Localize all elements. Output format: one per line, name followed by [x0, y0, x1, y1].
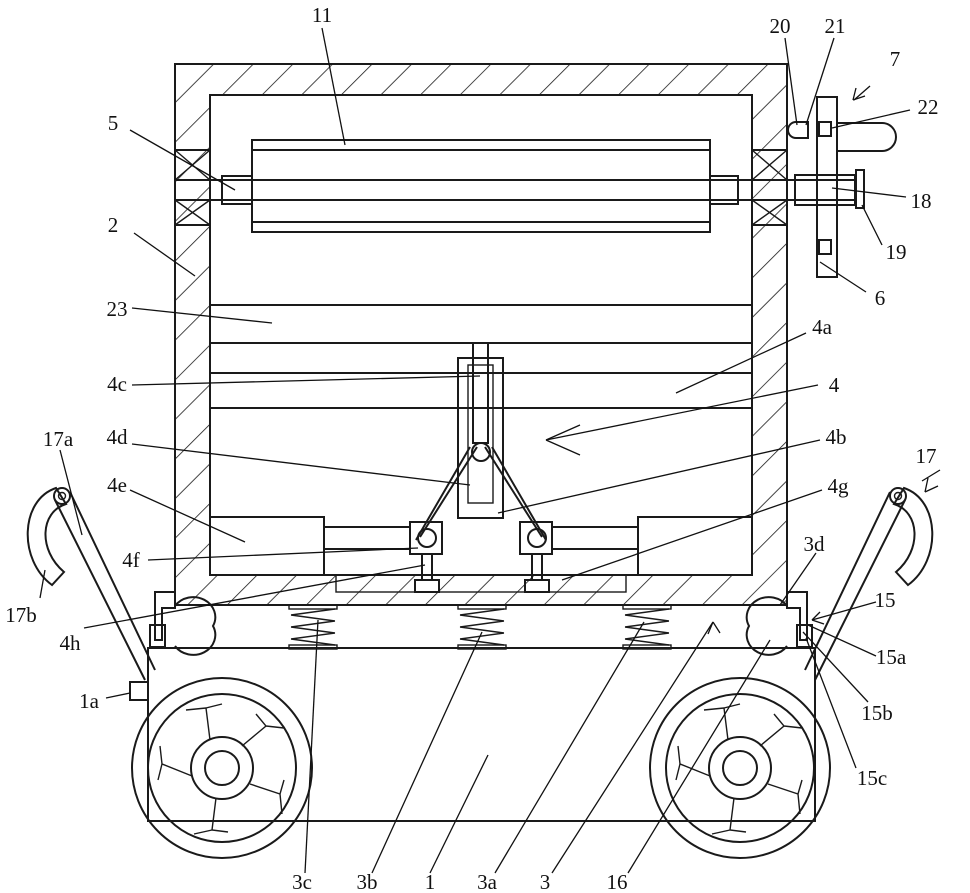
label-1: 1	[425, 870, 436, 893]
label-3c: 3c	[292, 870, 312, 893]
label-19: 19	[886, 240, 907, 264]
label-7: 7	[890, 47, 901, 71]
label-17b: 17b	[5, 603, 37, 627]
label-4e: 4e	[107, 473, 127, 497]
label-3b: 3b	[357, 870, 378, 893]
label-17: 17	[916, 444, 937, 468]
upper-housing	[175, 64, 787, 605]
label-11: 11	[312, 3, 332, 27]
label-15b: 15b	[861, 701, 893, 725]
left-wheel	[132, 678, 312, 858]
label-17a: 17a	[43, 427, 74, 451]
label-20: 20	[770, 14, 791, 38]
label-15a: 15a	[876, 645, 907, 669]
label-18: 18	[911, 189, 932, 213]
right-wheel	[650, 678, 830, 858]
label-3a: 3a	[477, 870, 498, 893]
label-5: 5	[108, 111, 119, 135]
label-2: 2	[108, 213, 119, 237]
label-4h: 4h	[60, 631, 82, 655]
internal-plates	[210, 305, 752, 408]
label-21: 21	[825, 14, 846, 38]
right-handle	[805, 488, 932, 680]
label-3d: 3d	[804, 532, 826, 556]
label-3: 3	[540, 870, 551, 893]
label-6: 6	[875, 286, 886, 310]
label-4d: 4d	[107, 425, 129, 449]
label-4a: 4a	[812, 315, 833, 339]
label-22: 22	[918, 95, 939, 119]
label-4: 4	[829, 373, 840, 397]
label-23: 23	[107, 297, 128, 321]
left-handle	[28, 488, 155, 680]
label-4b: 4b	[826, 425, 847, 449]
label-15: 15	[875, 588, 896, 612]
label-1a: 1a	[79, 689, 100, 713]
label-16: 16	[607, 870, 628, 893]
label-4f: 4f	[122, 548, 140, 572]
label-4g: 4g	[828, 474, 850, 498]
hand-wheel-assembly	[788, 97, 896, 277]
label-4c: 4c	[107, 372, 127, 396]
label-15c: 15c	[857, 766, 887, 790]
